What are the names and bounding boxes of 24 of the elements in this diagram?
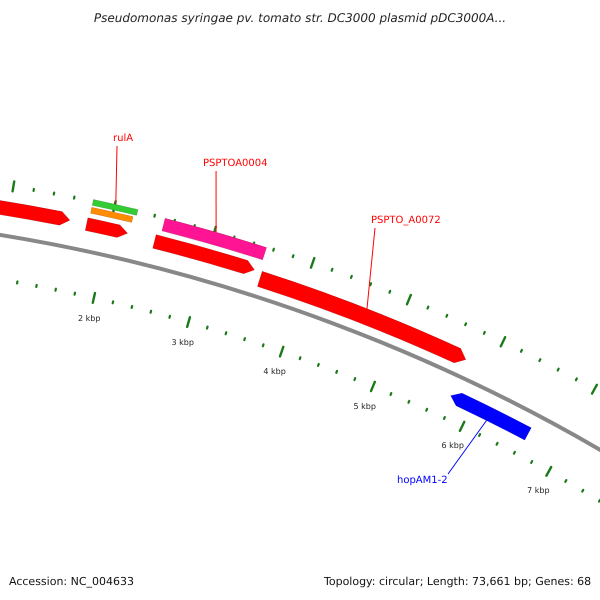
leader-line: [448, 420, 487, 474]
gene-bar: [84, 218, 128, 238]
summary-text: Topology: circular; Length: 73,661 bp; Genes: 68: [324, 575, 592, 588]
gene-label: hopAM1-2: [397, 475, 448, 487]
gene-bar: [162, 218, 267, 260]
gene-bar: [90, 207, 134, 223]
accession-text: Accession: NC_004633: [9, 575, 134, 588]
gene-label: PSPTOA0004: [203, 158, 268, 170]
leader-line: [366, 228, 376, 310]
gene-label: rulA: [113, 133, 134, 145]
map-title: Pseudomonas syringae pv. tomato str. DC3000 plasmid pDC3000A...: [92, 11, 508, 25]
scale-label: 2 kbp: [78, 314, 100, 324]
gene-bar: [92, 199, 138, 216]
scale-label: 7 kbp: [527, 486, 550, 496]
scale-label: 6 kbp: [442, 441, 464, 452]
scale-label: 5 kbp: [354, 402, 376, 412]
leader-line: [115, 146, 118, 205]
gene-label: PSPTO_A0072: [371, 215, 441, 227]
leader-line: [216, 170, 217, 233]
gene-bar: [450, 392, 532, 440]
scale-label: 4 kbp: [263, 367, 286, 378]
gene-bar: [152, 234, 255, 274]
gene-bar: [257, 271, 466, 364]
scale-label: 3 kbp: [171, 338, 194, 348]
